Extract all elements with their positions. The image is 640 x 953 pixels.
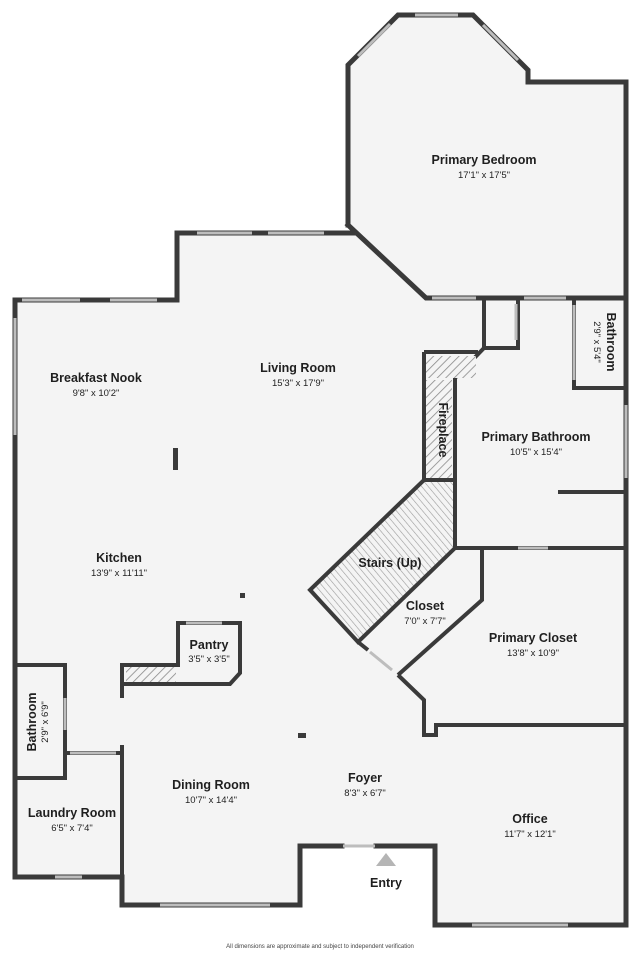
laundry-room-label: Laundry Room	[28, 806, 116, 820]
foyer-dims: 8'3" x 6'7"	[344, 788, 386, 799]
primary-closet-dims: 13'8" x 10'9"	[507, 648, 559, 659]
counter-hatch	[126, 667, 176, 682]
bathroom-lower-dims: 2'9" x 6'9"	[40, 701, 51, 743]
window	[481, 23, 520, 62]
stairs-outline	[307, 478, 457, 645]
pantry-label: Pantry	[190, 638, 229, 652]
column	[240, 593, 245, 598]
stairs-hatch	[310, 480, 455, 642]
column	[298, 733, 306, 738]
primary-closet-wall	[396, 673, 626, 737]
primary-closet-label: Primary Closet	[489, 631, 578, 645]
foyer-label: Foyer	[348, 771, 382, 785]
entry-arrow-icon	[376, 853, 396, 866]
closet-wall	[482, 298, 520, 350]
living-room-label: Living Room	[260, 361, 336, 375]
door-opening	[369, 650, 393, 672]
office-dims: 11'7" x 12'1"	[504, 829, 555, 840]
pantry-dims: 3'5" x 3'5"	[188, 654, 230, 665]
breakfast-nook-label: Breakfast Nook	[50, 371, 142, 385]
bathroom-lower-label: Bathroom	[25, 692, 39, 751]
living-room-dims: 15'3" x 17'9"	[272, 378, 324, 389]
dining-room-label: Dining Room	[172, 778, 250, 792]
closet-dims: 7'0" x 7'7"	[404, 616, 446, 627]
window	[356, 22, 392, 58]
floor-area	[15, 15, 626, 925]
hatch-area	[426, 356, 476, 378]
kitchen-label: Kitchen	[96, 551, 142, 565]
kitchen-dims: 13'9" x 11'11"	[91, 568, 147, 579]
office-label: Office	[512, 812, 547, 826]
primary-bathroom-dims: 10'5" x 15'4"	[510, 447, 562, 458]
primary-bedroom-label: Primary Bedroom	[432, 153, 537, 167]
closet-label: Closet	[406, 599, 445, 613]
entry-label: Entry	[370, 876, 402, 890]
primary-bedroom-dims: 17'1" x 17'5"	[458, 170, 510, 181]
stairs-label: Stairs (Up)	[358, 556, 421, 570]
fireplace-label: Fireplace	[436, 403, 450, 458]
bathroom-upper-label: Bathroom	[604, 312, 618, 371]
column	[173, 448, 178, 470]
closet-walls	[356, 546, 484, 677]
dining-room-dims: 10'7" x 14'4"	[185, 795, 237, 806]
breakfast-nook-dims: 9'8" x 10'2"	[73, 388, 120, 399]
laundry-room-dims: 6'5" x 7'4"	[51, 823, 93, 834]
bathroom-upper-dims: 2'9" x 5'4"	[591, 321, 602, 363]
primary-bathroom-label: Primary Bathroom	[481, 430, 590, 444]
disclaimer-text: All dimensions are approximate and subje…	[226, 944, 414, 950]
fireplace-hatch	[426, 380, 452, 478]
